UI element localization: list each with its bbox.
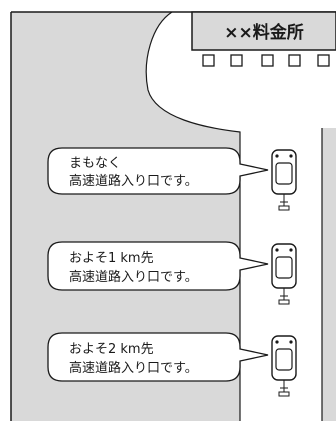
car-markers xyxy=(271,149,297,397)
callout-1-line-2: 高速道路入り口です。 xyxy=(69,173,198,189)
callout-3: およそ2 km先 高速道路入り口です。 xyxy=(47,332,269,382)
callout-3-line-1: およそ2 km先 xyxy=(69,342,154,357)
callout-2: およそ1 km先 高速道路入り口です。 xyxy=(47,241,269,291)
speech-bubble-3 xyxy=(47,332,269,382)
car-icon xyxy=(271,335,297,397)
toll-gate: ××料金所 xyxy=(191,11,336,67)
toll-booth-3 xyxy=(261,54,274,67)
callout-3-line-2: 高速道路入り口です。 xyxy=(69,360,198,376)
speech-bubble-2 xyxy=(47,241,269,291)
car-icon xyxy=(271,243,297,305)
toll-gate-sign xyxy=(191,11,336,51)
toll-booth-1 xyxy=(202,54,215,67)
toll-booth-4 xyxy=(288,54,301,67)
speech-bubble-1 xyxy=(47,147,269,195)
toll-gate-sign-text: ××料金所 xyxy=(224,22,304,43)
right-lane-strip xyxy=(322,128,336,421)
callout-1-line-1: まもなく xyxy=(69,156,121,171)
toll-booth-2 xyxy=(230,54,243,67)
road-edge-line xyxy=(145,11,241,421)
callout-2-line-2: 高速道路入り口です。 xyxy=(69,269,198,285)
callout-1: まもなく 高速道路入り口です。 xyxy=(47,147,269,195)
toll-booth-5 xyxy=(317,54,330,67)
car-icon xyxy=(271,149,297,211)
road-area xyxy=(11,12,240,421)
callout-2-line-1: およそ1 km先 xyxy=(69,251,154,266)
